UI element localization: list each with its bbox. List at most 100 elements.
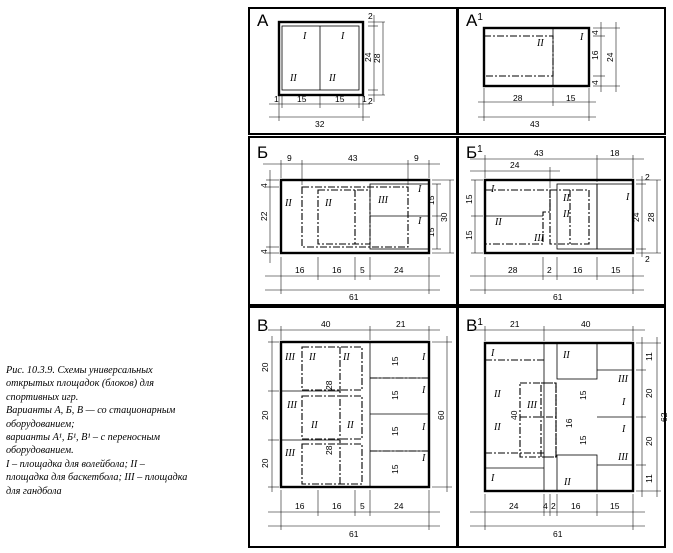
zone-label-iii: III [533,233,545,244]
zone-label-i: I [302,31,307,42]
dimension-lines [269,15,385,121]
dimension-value: 22 [259,211,269,221]
dimension-value: 28 [513,93,523,103]
dimension-value: 28 [372,53,382,63]
dimension-value: 15 [390,390,400,400]
dimension-value: 28 [508,265,518,275]
court-basketball [483,35,554,77]
dimension-value: 9 [414,153,419,163]
dimension-value: 16 [332,501,342,511]
dimension-value: 61 [349,292,359,302]
court-handball-area [540,382,557,458]
court-basketball [556,454,598,492]
dimension-value: 60 [436,410,446,420]
zone-label-i: I [421,352,426,363]
dimension-value: 16 [332,265,342,275]
zone-label-iii: III [284,352,296,363]
dimension-value: 24 [605,52,615,62]
dimension-value: 1 [274,94,279,104]
dimension-value: 40 [581,319,591,329]
dimension-value: 15 [578,435,588,445]
zone-label-iii: III [617,374,629,385]
dimension-value: 61 [553,292,563,302]
dimension-value: 2 [645,172,650,182]
dimension-value: 20 [260,410,270,420]
dimension-lines [470,326,661,530]
zone-label-ii: II [284,198,292,209]
panel-title-superscript: 1 [477,12,483,23]
dimension-value: 4 [543,501,548,511]
dimension-value: 20 [644,436,654,446]
court-basketball [556,183,598,250]
dimension-value: 40 [321,319,331,329]
dimension-value: 28 [324,445,334,455]
panel-title: А1 [466,11,483,30]
dimension-value: 16 [571,501,581,511]
caption-line: оборудованием; [6,418,75,430]
zone-label-i: I [579,32,584,43]
dimension-value: 16 [590,50,600,60]
caption-line: I – площадка для волейбола; II – [6,458,145,470]
dimension-value: 15 [464,230,474,240]
panel-title-letter: В [466,316,477,335]
zone-label-ii: II [346,420,354,431]
field-outline [483,178,635,255]
caption-line: оборудованием. [6,445,74,457]
dimension-value: 11 [644,352,654,361]
zone-label-ii: II [342,352,350,363]
dimension-value: 15 [464,194,474,204]
dimension-value: 16 [295,265,305,275]
dimension-value: 20 [644,388,654,398]
dimension-value: 61 [349,529,359,539]
panel-frame [457,7,666,135]
dimension-value: 21 [510,319,520,329]
panel-title: В1 [466,316,483,335]
panel-b1: Б1 I II III II II I 43 18 24 [457,136,666,306]
dimension-value: 11 [644,474,654,483]
field-outline [482,26,591,88]
court-basketball [301,346,363,391]
dimension-value: 2 [368,11,373,21]
dimension-lines [268,326,452,530]
dimension-value: 15 [297,94,307,104]
zone-label-i: I [490,473,495,484]
zone-label-ii: II [493,422,501,433]
caption-line: спортивных игр. [6,391,79,403]
caption-line: площадка для баскетбола; III – площадка [6,472,188,484]
dimension-value: 43 [534,148,544,158]
panel-frame [248,7,458,135]
panel-title: А [257,11,269,30]
dimension-value: 24 [510,160,520,170]
dimension-value: 30 [439,212,449,222]
dimension-value: 2 [547,265,552,275]
dimension-value: 43 [530,119,540,129]
zone-label-i: I [421,422,426,433]
zone-label-ii: II [308,352,316,363]
dimension-value: 15 [611,265,621,275]
dimension-value: 24 [394,501,404,511]
dimension-value: 15 [335,94,345,104]
dimension-value: 24 [394,265,404,275]
dimension-value: 61 [553,529,563,539]
panel-frame [457,136,666,306]
zone-label-ii: II [562,193,570,204]
dimension-value: 24 [363,52,373,62]
dimension-value: 40 [509,410,519,420]
zone-label-i: I [490,184,495,195]
panel-a: А I I II II 1 15 15 1 32 2 24 2 28 [248,7,458,135]
panel-v: В III II II III II II III I I I I 28 28 … [248,306,458,548]
dimension-value: 15 [390,464,400,474]
zone-label-ii: II [562,209,570,220]
zone-label-i: I [621,397,626,408]
zone-label-ii: II [324,198,332,209]
zone-label-ii: II [563,477,571,488]
panel-title-superscript: 1 [477,144,483,155]
zone-label-ii: II [562,350,570,361]
caption-line: открытых площадок (блоков) для [6,378,154,390]
dimension-value: 15 [566,93,576,103]
dimension-value: 4 [259,249,269,254]
court-handball [485,189,551,245]
court-volleyball [281,25,360,91]
dimension-value: 4 [259,183,269,188]
zone-label-i: I [340,31,345,42]
